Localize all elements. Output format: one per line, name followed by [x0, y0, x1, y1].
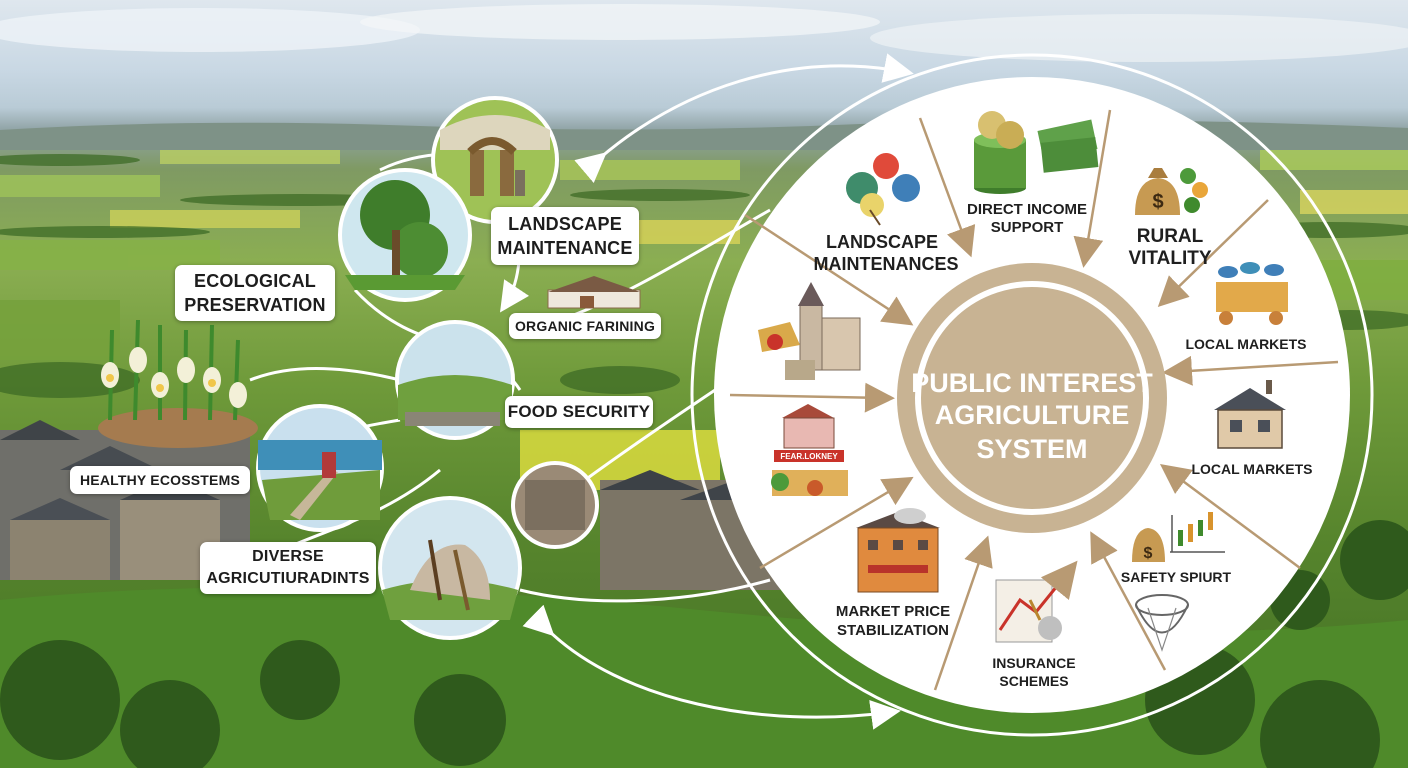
stone-arch-vignette [431, 96, 559, 224]
rural-vitality-line2: VITALITY [1128, 248, 1211, 269]
market-stall-icon [1216, 262, 1288, 325]
ecological-preservation-label: ECOLOGICAL PRESERVATION [175, 265, 335, 321]
arrow-bottom [522, 604, 901, 730]
diverse-agriculture-label: DIVERSE AGRICUTIURADINTS [200, 542, 376, 594]
label-line: ECOLOGICAL [194, 271, 316, 291]
svg-text:$: $ [1152, 191, 1163, 213]
organic-farming-label: ORGANIC FARINING [509, 313, 661, 339]
direct-income-line1: DIRECT INCOME [967, 201, 1087, 218]
rural-vitality-line1: RURAL [1137, 226, 1204, 247]
center-hub [897, 263, 1167, 533]
lake-vignette [256, 404, 384, 532]
insurance-graph-icon [995, 560, 1078, 643]
insurance-line2: SCHEMES [999, 673, 1068, 689]
healthy-ecosystems-label: HEALTHY ECOSSTEMS [70, 466, 250, 494]
label-line: MAINTENANCE [497, 238, 633, 258]
insurance-line1: INSURANCE [992, 655, 1075, 671]
money-bag-icon: $ [1135, 168, 1208, 215]
arrow-top [574, 53, 914, 184]
label-line: LANDSCAPE [508, 214, 622, 234]
center-title-line3: SYSTEM [976, 434, 1087, 464]
shop-icon: FEAR.LOKNEY [771, 404, 848, 496]
landscape-maintenance-label: LANDSCAPE MAINTENANCE [491, 207, 639, 265]
balloons-icon [846, 153, 920, 226]
food-security-label: FOOD SECURITY [505, 396, 653, 428]
chart-bag-icon: $ [1132, 512, 1225, 562]
farmhouse-illustration [547, 276, 641, 309]
label-line: PRESERVATION [184, 295, 326, 315]
crop-mound-vignette [98, 319, 258, 448]
center-title-line2: AGRICULTURE [935, 400, 1129, 430]
wheel-landscape-line2: MAINTENANCES [813, 254, 958, 274]
local-markets-2-label: LOCAL MARKETS [1191, 461, 1312, 477]
safety-support-label: SAFETY SPIURT [1121, 569, 1232, 585]
center-title-line1: PUBLIC INTEREST [911, 368, 1153, 398]
label-line: AGRICUTIURADINTS [206, 570, 370, 587]
market-building-icon [856, 508, 940, 593]
market-price-line1: MARKET PRICE [836, 603, 950, 620]
meadow-vignette [395, 320, 515, 440]
house-icon [1214, 380, 1286, 449]
market-price-line2: STABILIZATION [837, 622, 949, 639]
direct-income-line2: SUPPORT [991, 219, 1064, 236]
money-stack-icon [974, 111, 1099, 194]
shop-sign-text: FEAR.LOKNEY [780, 452, 838, 461]
wheel-landscape-line1: LANDSCAPE [826, 232, 938, 252]
svg-text:$: $ [1144, 545, 1153, 562]
village-church-icon [758, 282, 861, 380]
forest-vignette [338, 168, 472, 302]
dolmen-vignette [378, 496, 522, 640]
safety-net-icon [1135, 594, 1189, 652]
stone-wall-vignette [511, 461, 599, 549]
local-markets-1-label: LOCAL MARKETS [1185, 336, 1306, 352]
label-line: DIVERSE [252, 548, 324, 565]
